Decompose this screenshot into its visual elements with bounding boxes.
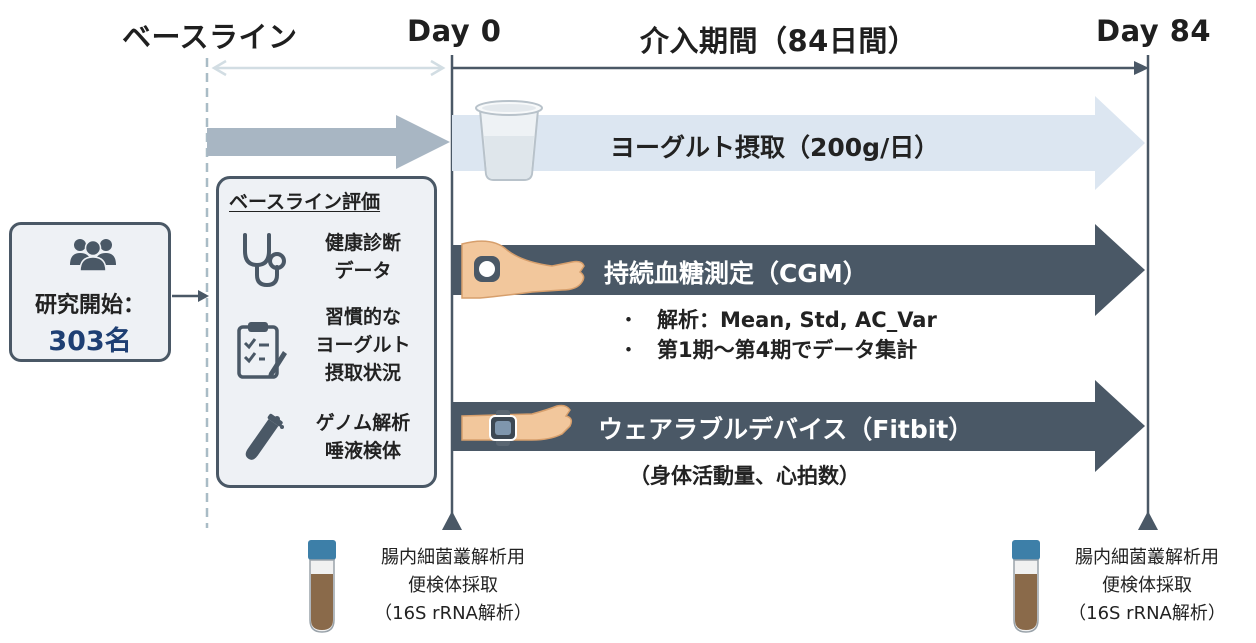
intervention-period-arrow <box>452 61 1149 75</box>
start-label: 研究開始： <box>34 293 145 318</box>
cgm-arrow-label: 持続血糖測定（CGM） <box>604 259 868 288</box>
wearable-sub-label: （身体活動量、心拍数） <box>629 464 860 488</box>
stethoscope-icon <box>243 233 286 288</box>
stool-tube-icon <box>308 540 336 633</box>
header-day0: Day 0 <box>407 14 502 48</box>
header-intervention: 介入期間（84日間） <box>640 24 918 58</box>
baseline-run-in-arrow <box>207 115 450 169</box>
header-baseline: ベースライン <box>122 20 298 54</box>
yogurt-arrow <box>452 96 1145 190</box>
clipboard-icon <box>237 322 287 379</box>
wearable-arrow-label: ウェアラブルデバイス（Fitbit） <box>598 415 974 444</box>
yogurt-cup-icon <box>475 100 543 181</box>
baseline-item-yogurt-habit: 習慣的な ヨーグルト 摂取状況 <box>315 306 411 384</box>
day0-marker <box>442 511 462 530</box>
start-to-baseline-arrow <box>172 290 209 302</box>
wrist-watch-icon <box>461 404 573 446</box>
test-tube-icon <box>245 413 284 460</box>
day0-sample-label: 腸内細菌叢解析用 便検体採取 （16S rRNA解析） <box>374 547 532 624</box>
day84-marker <box>1138 511 1158 530</box>
day84-sample-label: 腸内細菌叢解析用 便検体採取 （16S rRNA解析） <box>1068 547 1226 624</box>
baseline-item-genome: ゲノム解析 唾液検体 <box>315 412 411 462</box>
cgm-bullet-aggregation: 第1期〜第4期でデータ集計 <box>618 335 937 365</box>
cgm-arrow <box>452 224 1145 316</box>
yogurt-arrow-label: ヨーグルト摂取（200g/日） <box>610 133 940 162</box>
baseline-eval-box: ベースライン評価 健康診断 データ 習慣的な ヨーグルト 摂取状況 ゲノム解析 … <box>216 176 437 488</box>
arm-sensor-icon <box>461 240 585 299</box>
cgm-bullet-list: 解析：Mean, Std, AC_Var 第1期〜第4期でデータ集計 <box>618 305 937 365</box>
study-start-box: 研究開始： 303名 <box>9 222 171 362</box>
baseline-period-arrow <box>211 59 446 77</box>
baseline-item-health: 健康診断 データ <box>324 232 401 282</box>
baseline-eval-title: ベースライン評価 <box>229 191 381 213</box>
header-day84: Day 84 <box>1096 14 1212 48</box>
people-group-icon <box>70 239 116 272</box>
wearable-arrow <box>452 380 1145 472</box>
cgm-bullet-analysis: 解析：Mean, Std, AC_Var <box>618 305 937 335</box>
stool-tube-icon <box>1012 540 1040 633</box>
start-count: 303名 <box>48 326 132 357</box>
